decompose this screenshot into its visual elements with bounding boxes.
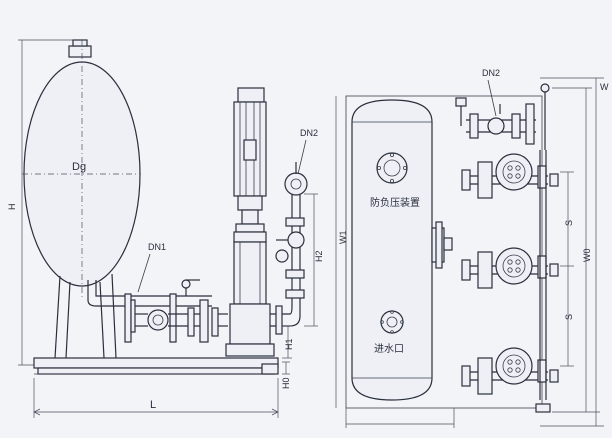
tank-plan: 防负压装置 进水口: [351, 97, 467, 401]
water-inlet-label: 进水口: [374, 343, 404, 355]
vertical-pump: [225, 87, 275, 357]
pump-unit-1: [461, 153, 559, 199]
dn2-label-right: DN2: [482, 68, 500, 78]
dim-w0-label: W0: [582, 249, 592, 263]
dim-s-lower-label: S: [564, 314, 574, 320]
dim-s-upper-label: S: [564, 220, 574, 226]
dn1-label: DN1: [148, 242, 166, 252]
tank-diameter-label: Dg: [72, 161, 86, 173]
dim-l-label: L: [150, 399, 156, 411]
anti-negative-pressure-label: 防负压装置: [370, 196, 420, 209]
pressure-tank: Dg: [22, 39, 141, 359]
dim-h0-label: H0: [281, 377, 291, 389]
side-elevation-view: H Dg: [7, 39, 324, 418]
dim-h-label: H: [7, 204, 17, 211]
base-frame: [33, 357, 279, 375]
pump-unit-3: [461, 347, 559, 395]
dim-h1-label: H1: [284, 338, 294, 350]
dim-w1-label: W1: [338, 231, 348, 245]
suction-pipe: [87, 279, 228, 343]
pump-unit-2: [461, 247, 559, 289]
dn2-label-left: DN2: [300, 128, 318, 138]
discharge-pipe: [270, 162, 308, 335]
dim-w-label: W: [600, 82, 609, 92]
dim-h2-label: H2: [314, 250, 324, 262]
discharge-manifold-plan: [466, 83, 550, 150]
plan-view: W1 防负压装置 进水口: [335, 68, 609, 428]
